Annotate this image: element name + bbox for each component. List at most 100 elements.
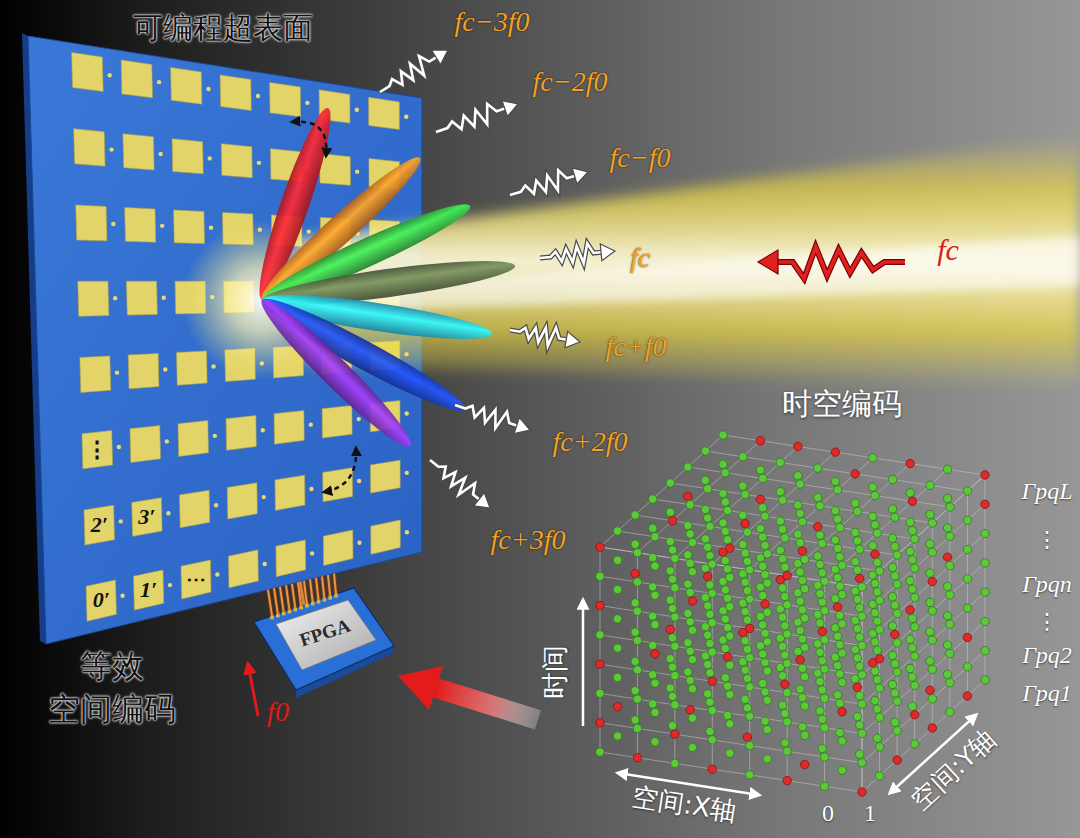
meta-atom (323, 530, 353, 566)
code-bit-zero (704, 631, 712, 639)
code-bit-zero (871, 667, 879, 675)
code-bit-one (651, 650, 659, 658)
wave-signal (455, 405, 517, 428)
code-bit-zero (783, 601, 791, 609)
code-bit-zero (741, 607, 749, 615)
code-bit-zero (743, 587, 751, 595)
cube-grid-line (600, 723, 862, 763)
pin-diode (404, 352, 408, 356)
ellipsis: ⋮ (1036, 609, 1058, 634)
code-bit-zero (613, 644, 621, 652)
wave-arrowhead (758, 250, 778, 274)
code-bit-zero (666, 508, 674, 516)
meta-atom (80, 356, 111, 393)
code-bit-zero (668, 663, 676, 671)
code-bit-zero (833, 515, 841, 523)
fpga-chip: FPGA (248, 580, 398, 700)
pin-diode (157, 80, 161, 84)
code-bit-zero (651, 708, 659, 716)
code-bit-zero (649, 700, 657, 708)
code-bit-zero (688, 626, 696, 634)
code-bit-zero (688, 714, 696, 722)
chip-body (254, 588, 394, 690)
code-bit-zero (796, 509, 804, 517)
code-bit-zero (853, 507, 861, 515)
code-bit-zero (873, 646, 881, 654)
code-bit-zero (721, 498, 729, 506)
meta-atom (172, 139, 203, 174)
code-bit-zero (759, 474, 767, 482)
code-bit-zero (906, 489, 914, 497)
code-bit-zero (668, 546, 676, 554)
code-bit-zero (893, 609, 901, 617)
code-bit-zero (908, 556, 916, 564)
code-bit-zero (761, 512, 769, 520)
frequency-label: fc−2f0 (533, 66, 608, 98)
meta-atom (323, 468, 353, 502)
code-bit-zero (981, 559, 989, 567)
code-bit-zero (631, 716, 639, 724)
code-bit-zero (701, 535, 709, 543)
meta-atom (175, 281, 206, 314)
code-bit-zero (871, 638, 879, 646)
wave-signal (436, 104, 505, 132)
code-bit-zero (893, 668, 901, 676)
code-bit-zero (708, 560, 716, 568)
code-bit-zero (853, 625, 861, 633)
ribbon-wire-edge (274, 588, 278, 614)
code-bit-zero (633, 636, 641, 644)
clock-frequency: f0 (267, 696, 289, 728)
meta-atom (271, 149, 302, 182)
pin-diode (307, 229, 311, 233)
code-bit-zero (926, 598, 934, 606)
code-bit-zero (701, 476, 709, 484)
cube-grid-line (618, 531, 880, 571)
pin-diode (210, 295, 214, 299)
code-bit-zero (743, 704, 751, 712)
code-bit-zero (743, 645, 751, 653)
cube-grid-line (600, 547, 862, 587)
code-bit-zero (818, 686, 826, 694)
meta-atom (181, 560, 211, 599)
code-bit-zero (776, 488, 784, 496)
code-bit-zero (943, 641, 951, 649)
code-bit-zero (831, 507, 839, 515)
wave-signal (510, 328, 566, 346)
meta-atom (370, 401, 400, 432)
code-bit-one (746, 624, 754, 632)
code-bit-zero (911, 593, 919, 601)
code-bit-zero (743, 616, 751, 624)
cube-grid-line (862, 621, 985, 733)
wave-outline (510, 328, 566, 346)
ribbon-wire-edge (268, 590, 272, 616)
code-bit-zero (853, 537, 861, 545)
code-bit-zero (723, 594, 731, 602)
meta-atom (371, 520, 400, 554)
code-bit-zero (783, 659, 791, 667)
meta-atom (369, 220, 399, 249)
code-bit-zero (893, 697, 901, 705)
code-bit-one (671, 730, 679, 738)
meta-atom (221, 144, 252, 178)
code-bit-zero (908, 673, 916, 681)
code-bit-zero (684, 639, 692, 647)
code-bit-zero (891, 542, 899, 550)
wave-arrowhead (502, 101, 518, 117)
code-bit-zero (891, 572, 899, 580)
code-bit-zero (858, 583, 866, 591)
code-bit-zero (906, 635, 914, 643)
meta-atom (132, 498, 162, 537)
pin-diode (404, 174, 408, 178)
code-bit-zero (926, 510, 934, 518)
cube-grid-line (688, 467, 950, 507)
code-bit-zero (708, 736, 716, 744)
code-bit-zero (704, 485, 712, 493)
code-bit-zero (875, 596, 883, 604)
code-bit-one (833, 603, 841, 611)
code-bit-zero (926, 540, 934, 548)
meta-atom (174, 210, 205, 244)
code-bit-zero (726, 573, 734, 581)
code-bit-zero (851, 499, 859, 507)
pin-diode (166, 511, 170, 515)
code-bit-zero (746, 654, 754, 662)
